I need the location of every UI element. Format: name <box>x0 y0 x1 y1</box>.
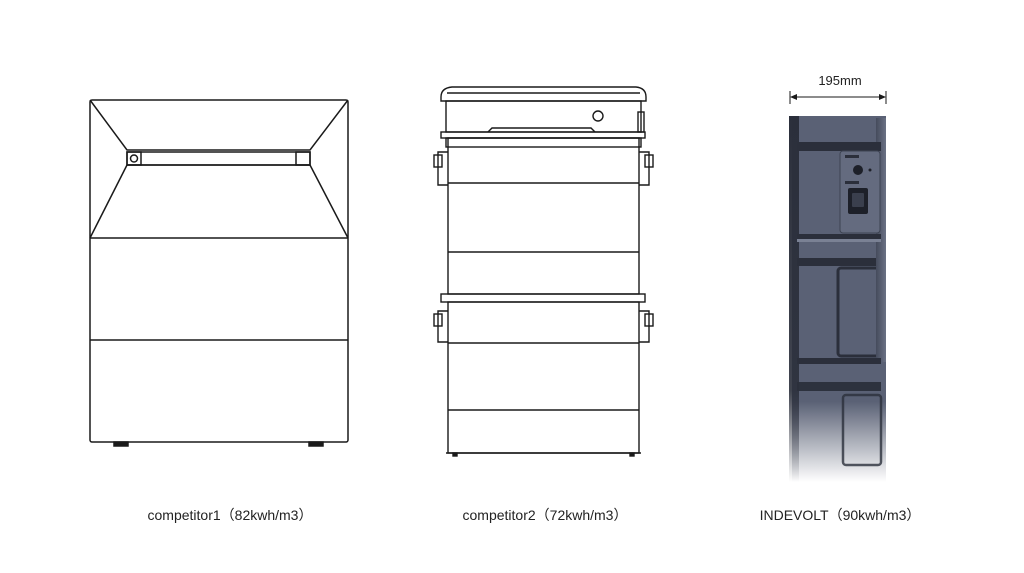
competitor1-drawing <box>89 99 349 447</box>
competitor2-drawing <box>433 86 654 457</box>
dimension-indicator <box>789 91 887 104</box>
competitor2-caption: competitor2（72kwh/m3） <box>462 507 628 523</box>
indevolt-caption: INDEVOLT（90kwh/m3） <box>759 507 921 523</box>
competitor1-caption: competitor1（82kwh/m3） <box>147 507 313 523</box>
width-dimension-label: 195mm <box>818 73 862 88</box>
indevolt-product-image <box>789 116 886 482</box>
